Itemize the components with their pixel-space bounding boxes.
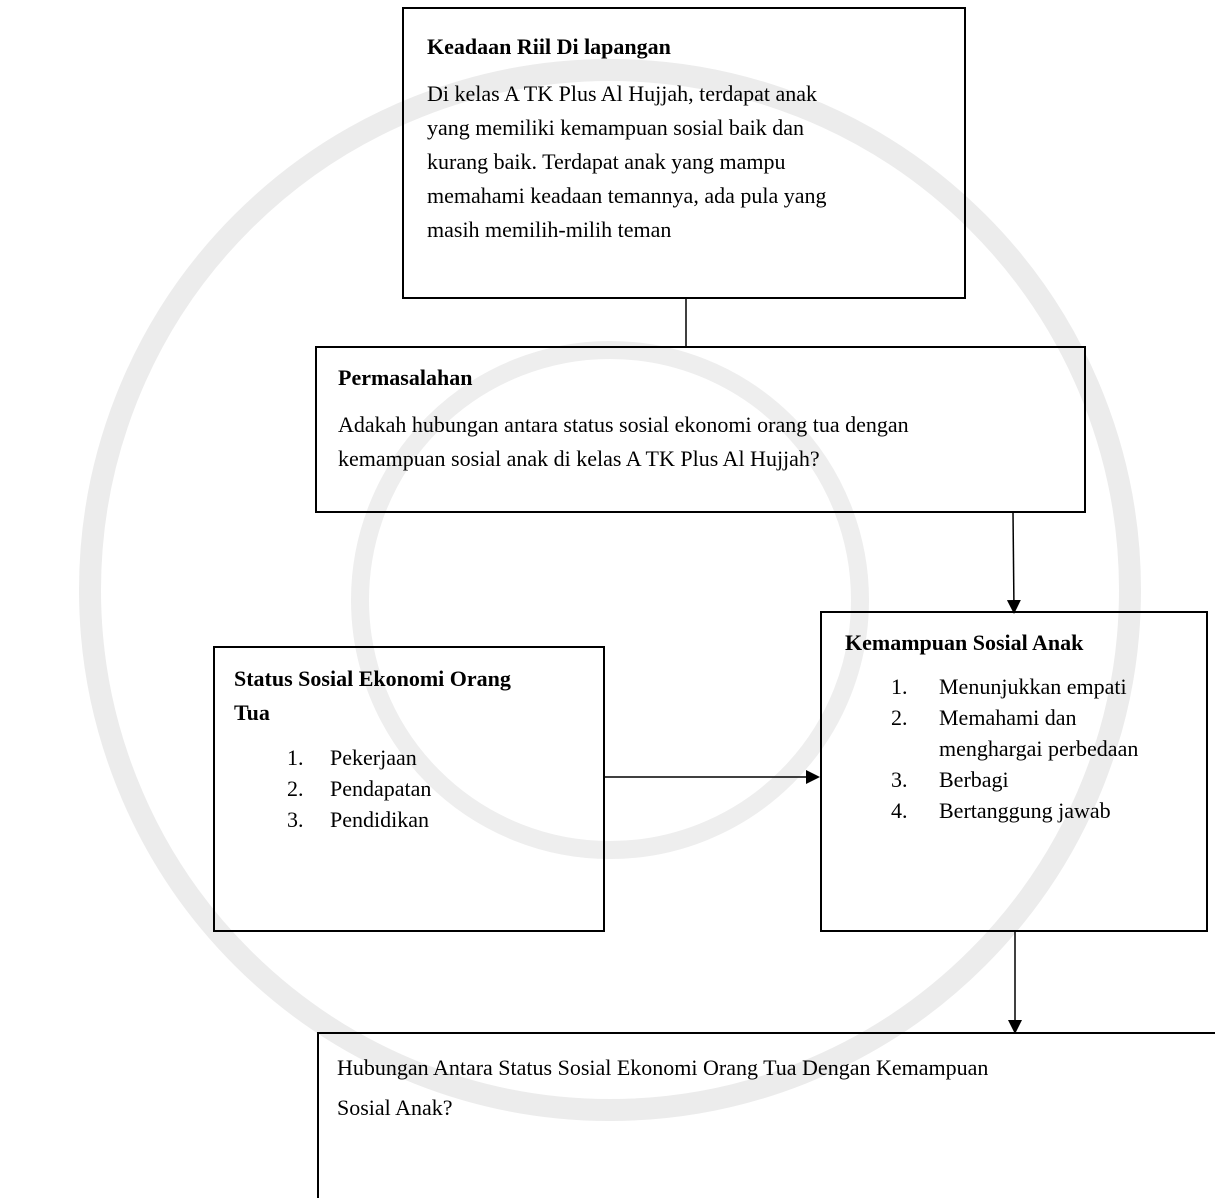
list-item-line: Bertanggung jawab [939, 798, 1111, 823]
list-item-text: Berbagi [939, 764, 1009, 795]
box-kemampuan-sosial-anak: Kemampuan Sosial Anak 1. Menunjukkan emp… [820, 611, 1208, 932]
list-item-number: 3. [891, 767, 908, 792]
list-item-text: Menunjukkan empati [939, 671, 1127, 702]
kemampuan-list: 1. Menunjukkan empati 2. Memahami dan me… [845, 671, 1205, 826]
keadaan-title: Keadaan Riil Di lapangan [427, 34, 671, 59]
list-item-line: Memahami dan [939, 705, 1077, 730]
list-item-number: 2. [287, 776, 304, 801]
status-title-line-2: Tua [234, 700, 270, 725]
list-item-number: 4. [891, 798, 908, 823]
list-item: 3. Berbagi [891, 764, 1205, 795]
list-item-number: 1. [287, 745, 304, 770]
list-item-text: Bertanggung jawab [939, 795, 1111, 826]
hubungan-line-2: Sosial Anak? [337, 1095, 453, 1120]
list-item-text: Pendapatan [330, 776, 432, 801]
list-item-text: Memahami dan menghargai perbedaan [939, 702, 1138, 764]
list-item: 2. Pendapatan [287, 773, 594, 804]
list-item: 1. Menunjukkan empati [891, 671, 1205, 702]
list-item: 3. Pendidikan [287, 804, 594, 835]
list-item-text: Pendidikan [330, 807, 429, 832]
box-keadaan-riil: Keadaan Riil Di lapangan Di kelas A TK P… [402, 7, 966, 299]
status-list: 1. Pekerjaan 2. Pendapatan 3. Pendidikan [234, 742, 594, 835]
keadaan-line-1: Di kelas A TK Plus Al Hujjah, terdapat a… [427, 81, 818, 106]
box-hubungan: Hubungan Antara Status Sosial Ekonomi Or… [317, 1032, 1215, 1198]
list-item: 1. Pekerjaan [287, 742, 594, 773]
hubungan-line-1: Hubungan Antara Status Sosial Ekonomi Or… [337, 1055, 989, 1080]
box-permasalahan: Permasalahan Adakah hubungan antara stat… [315, 346, 1086, 513]
status-title-line-1: Status Sosial Ekonomi Orang [234, 666, 511, 691]
list-item: 2. Memahami dan menghargai perbedaan [891, 702, 1205, 764]
list-item-text: Pekerjaan [330, 745, 417, 770]
list-item: 4. Bertanggung jawab [891, 795, 1205, 826]
list-item-line: Berbagi [939, 767, 1009, 792]
list-item-line: Menunjukkan empati [939, 674, 1127, 699]
list-item-number: 1. [891, 674, 908, 699]
arrow-permasalahan-kemampuan [1006, 511, 1021, 614]
permasalahan-line-1: Adakah hubungan antara status sosial eko… [338, 412, 909, 437]
permasalahan-line-2: kemampuan sosial anak di kelas A TK Plus… [338, 446, 820, 471]
kemampuan-title: Kemampuan Sosial Anak [845, 630, 1084, 655]
list-item-number: 2. [891, 705, 908, 730]
list-item-number: 3. [287, 807, 304, 832]
box-status-sosial-ekonomi: Status Sosial Ekonomi Orang Tua 1. Peker… [213, 646, 605, 932]
list-item-line: menghargai perbedaan [939, 736, 1139, 761]
permasalahan-title: Permasalahan [338, 365, 473, 390]
keadaan-line-5: masih memilih-milih teman [427, 217, 672, 242]
keadaan-line-2: yang memiliki kemampuan sosial baik dan [427, 115, 804, 140]
keadaan-line-3: kurang baik. Terdapat anak yang mampu [427, 149, 786, 174]
keadaan-line-4: memahami keadaan temannya, ada pula yang [427, 183, 827, 208]
